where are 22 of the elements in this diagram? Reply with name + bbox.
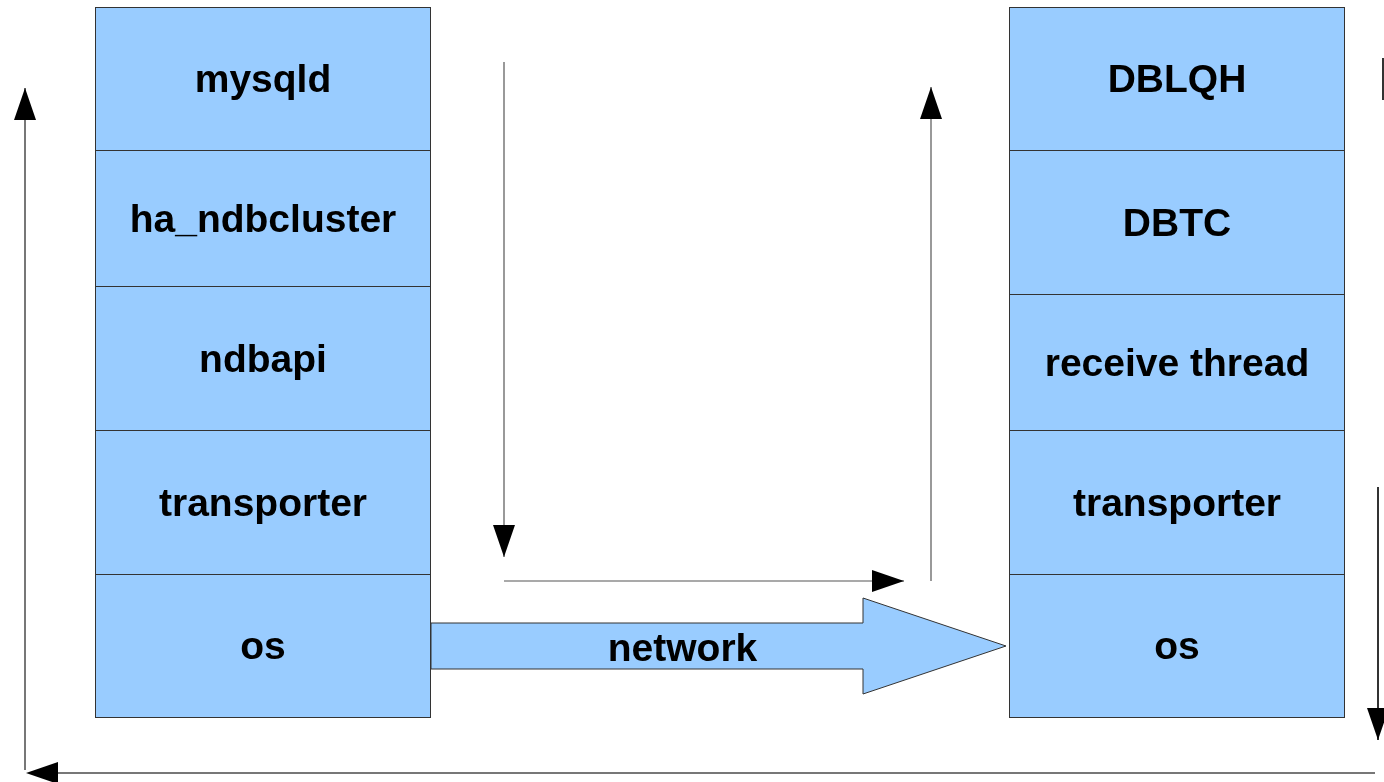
layer-label: ndbapi: [199, 336, 327, 381]
layer-label: transporter: [158, 480, 367, 525]
stack-layer-box: [95, 150, 431, 287]
stack-layer-box: [1009, 294, 1345, 431]
layer-label: receive thread: [1044, 340, 1310, 385]
stack-layer-box: [1009, 430, 1345, 575]
stack-layer-box: [95, 286, 431, 431]
layer-label: mysqld: [194, 57, 332, 101]
layer-label: os: [1154, 624, 1200, 668]
stack-layer-box: [1009, 150, 1345, 295]
layer-label: DBLQH: [1107, 57, 1247, 101]
layer-label: os: [240, 624, 286, 668]
edge-label: network: [607, 626, 758, 670]
layer-label: DBTC: [1122, 200, 1232, 245]
stack-layer-box: [1009, 7, 1345, 151]
block-arrow: [430, 597, 1007, 695]
stack-layer-box: [95, 574, 431, 718]
layer-label: transporter: [1072, 480, 1281, 525]
stack-layer-box: [95, 7, 431, 151]
stack-layer-box: [95, 430, 431, 575]
stack-layer-box: [1009, 574, 1345, 718]
layer-label: ha_ndbcluster: [129, 196, 397, 241]
